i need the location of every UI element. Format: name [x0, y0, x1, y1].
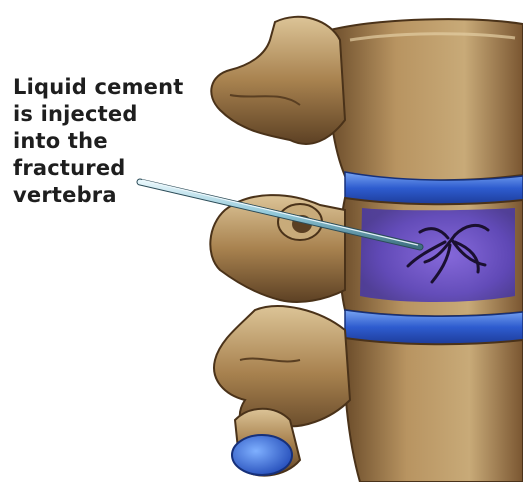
- upper-vertebral-body: [328, 19, 523, 180]
- lower-vertebral-body: [344, 338, 523, 482]
- upper-spinous-process: [211, 17, 345, 144]
- fractured-vertebral-body: [340, 198, 523, 316]
- lower-articular-process: [232, 409, 300, 476]
